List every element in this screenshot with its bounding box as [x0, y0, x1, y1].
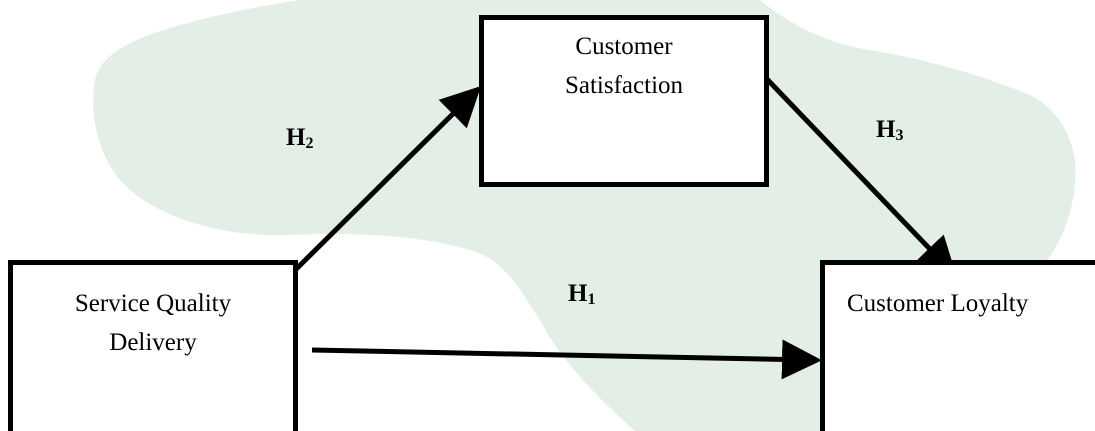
customer-loyalty-box: Customer Loyalty [820, 260, 1095, 431]
arrow-h2 [271, 85, 482, 294]
arrow-h1 [311, 339, 822, 380]
customer-satisfaction-line2: Satisfaction [564, 71, 684, 99]
h3-number: 3 [895, 127, 904, 144]
service-quality-delivery-box: Service Quality Delivery [8, 260, 298, 431]
customer-satisfaction-box: Customer Satisfaction [479, 15, 769, 187]
h2-number: 2 [305, 135, 314, 152]
hypothesis-h3-label: H3 [876, 116, 903, 145]
service-quality-line2: Delivery [109, 328, 197, 356]
h1-number: 1 [587, 291, 596, 308]
hypothesis-h1-label: H1 [568, 280, 595, 309]
h1-letter: H [568, 280, 588, 307]
hypothesis-h2-label: H2 [286, 124, 313, 153]
h3-letter: H [876, 116, 896, 143]
customer-loyalty-label: Customer Loyalty [847, 290, 1029, 317]
h2-letter: H [286, 124, 306, 151]
service-quality-line1: Service Quality [74, 290, 232, 317]
customer-satisfaction-line1: Customer [575, 33, 673, 60]
arrow-h3 [762, 74, 957, 278]
